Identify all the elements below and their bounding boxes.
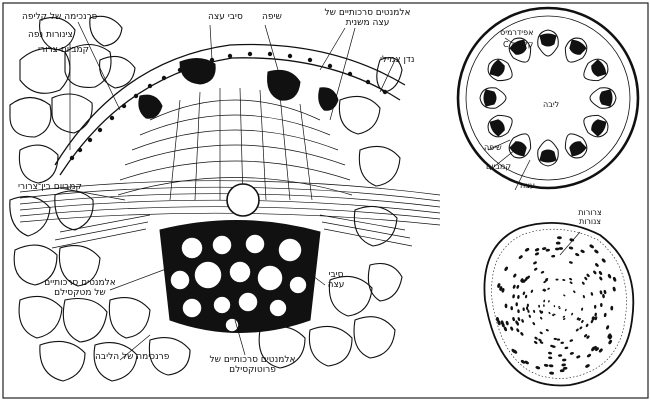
label-vascular-bundles: צרורות צנורות <box>570 208 610 226</box>
label-metaxylem: אלמנטים סרכותיים של מטקסילם <box>40 278 120 298</box>
label-xylem-fibers: סיבי עצה <box>322 270 350 290</box>
vascular-bundle-dot <box>600 303 603 307</box>
label-interfascicular-cambium: קמביום בין־צרורי <box>18 182 82 192</box>
protoxylem-vessel <box>227 184 259 216</box>
label-protoxylem: אלמנטים סרכותיים של פרוטוקסילם <box>205 355 300 375</box>
phloem-fiber-clusters <box>139 58 338 118</box>
label-epidermis: אפידרמיס <box>500 28 533 37</box>
label-pith: ליבה <box>543 100 559 109</box>
vascular-bundle-detail <box>10 16 440 381</box>
label-cortex: קליפה C <box>503 40 533 49</box>
label-cambium-small: קמביום <box>486 162 511 171</box>
label-xylem-fibers-top: סיבי עצה <box>208 12 243 22</box>
label-sclerenchyma-secondary: אלמנטים סרכותיים של עצה משנית <box>320 8 415 28</box>
xylem-region <box>160 220 320 332</box>
dicot-stem-section <box>458 8 638 190</box>
bundle-outer-arc <box>55 45 405 166</box>
label-sheath: נדן צמילי <box>380 55 414 65</box>
label-parenchyma-cortex: פרנכימה של קליפה <box>22 12 97 22</box>
label-cambium: קמביום צרורי <box>38 45 89 55</box>
label-sieve-tubes: צינורות נפה <box>28 30 73 40</box>
label-xylem-small: עצה <box>520 181 535 190</box>
label-phloem: שיפה <box>262 12 282 22</box>
label-phloem-small: שיפה <box>484 143 502 152</box>
vascular-bundle-dot <box>556 242 561 245</box>
label-pith-parenchyma: פרנכימה של הליבה <box>95 352 169 362</box>
monocot-stem-section <box>484 223 633 386</box>
